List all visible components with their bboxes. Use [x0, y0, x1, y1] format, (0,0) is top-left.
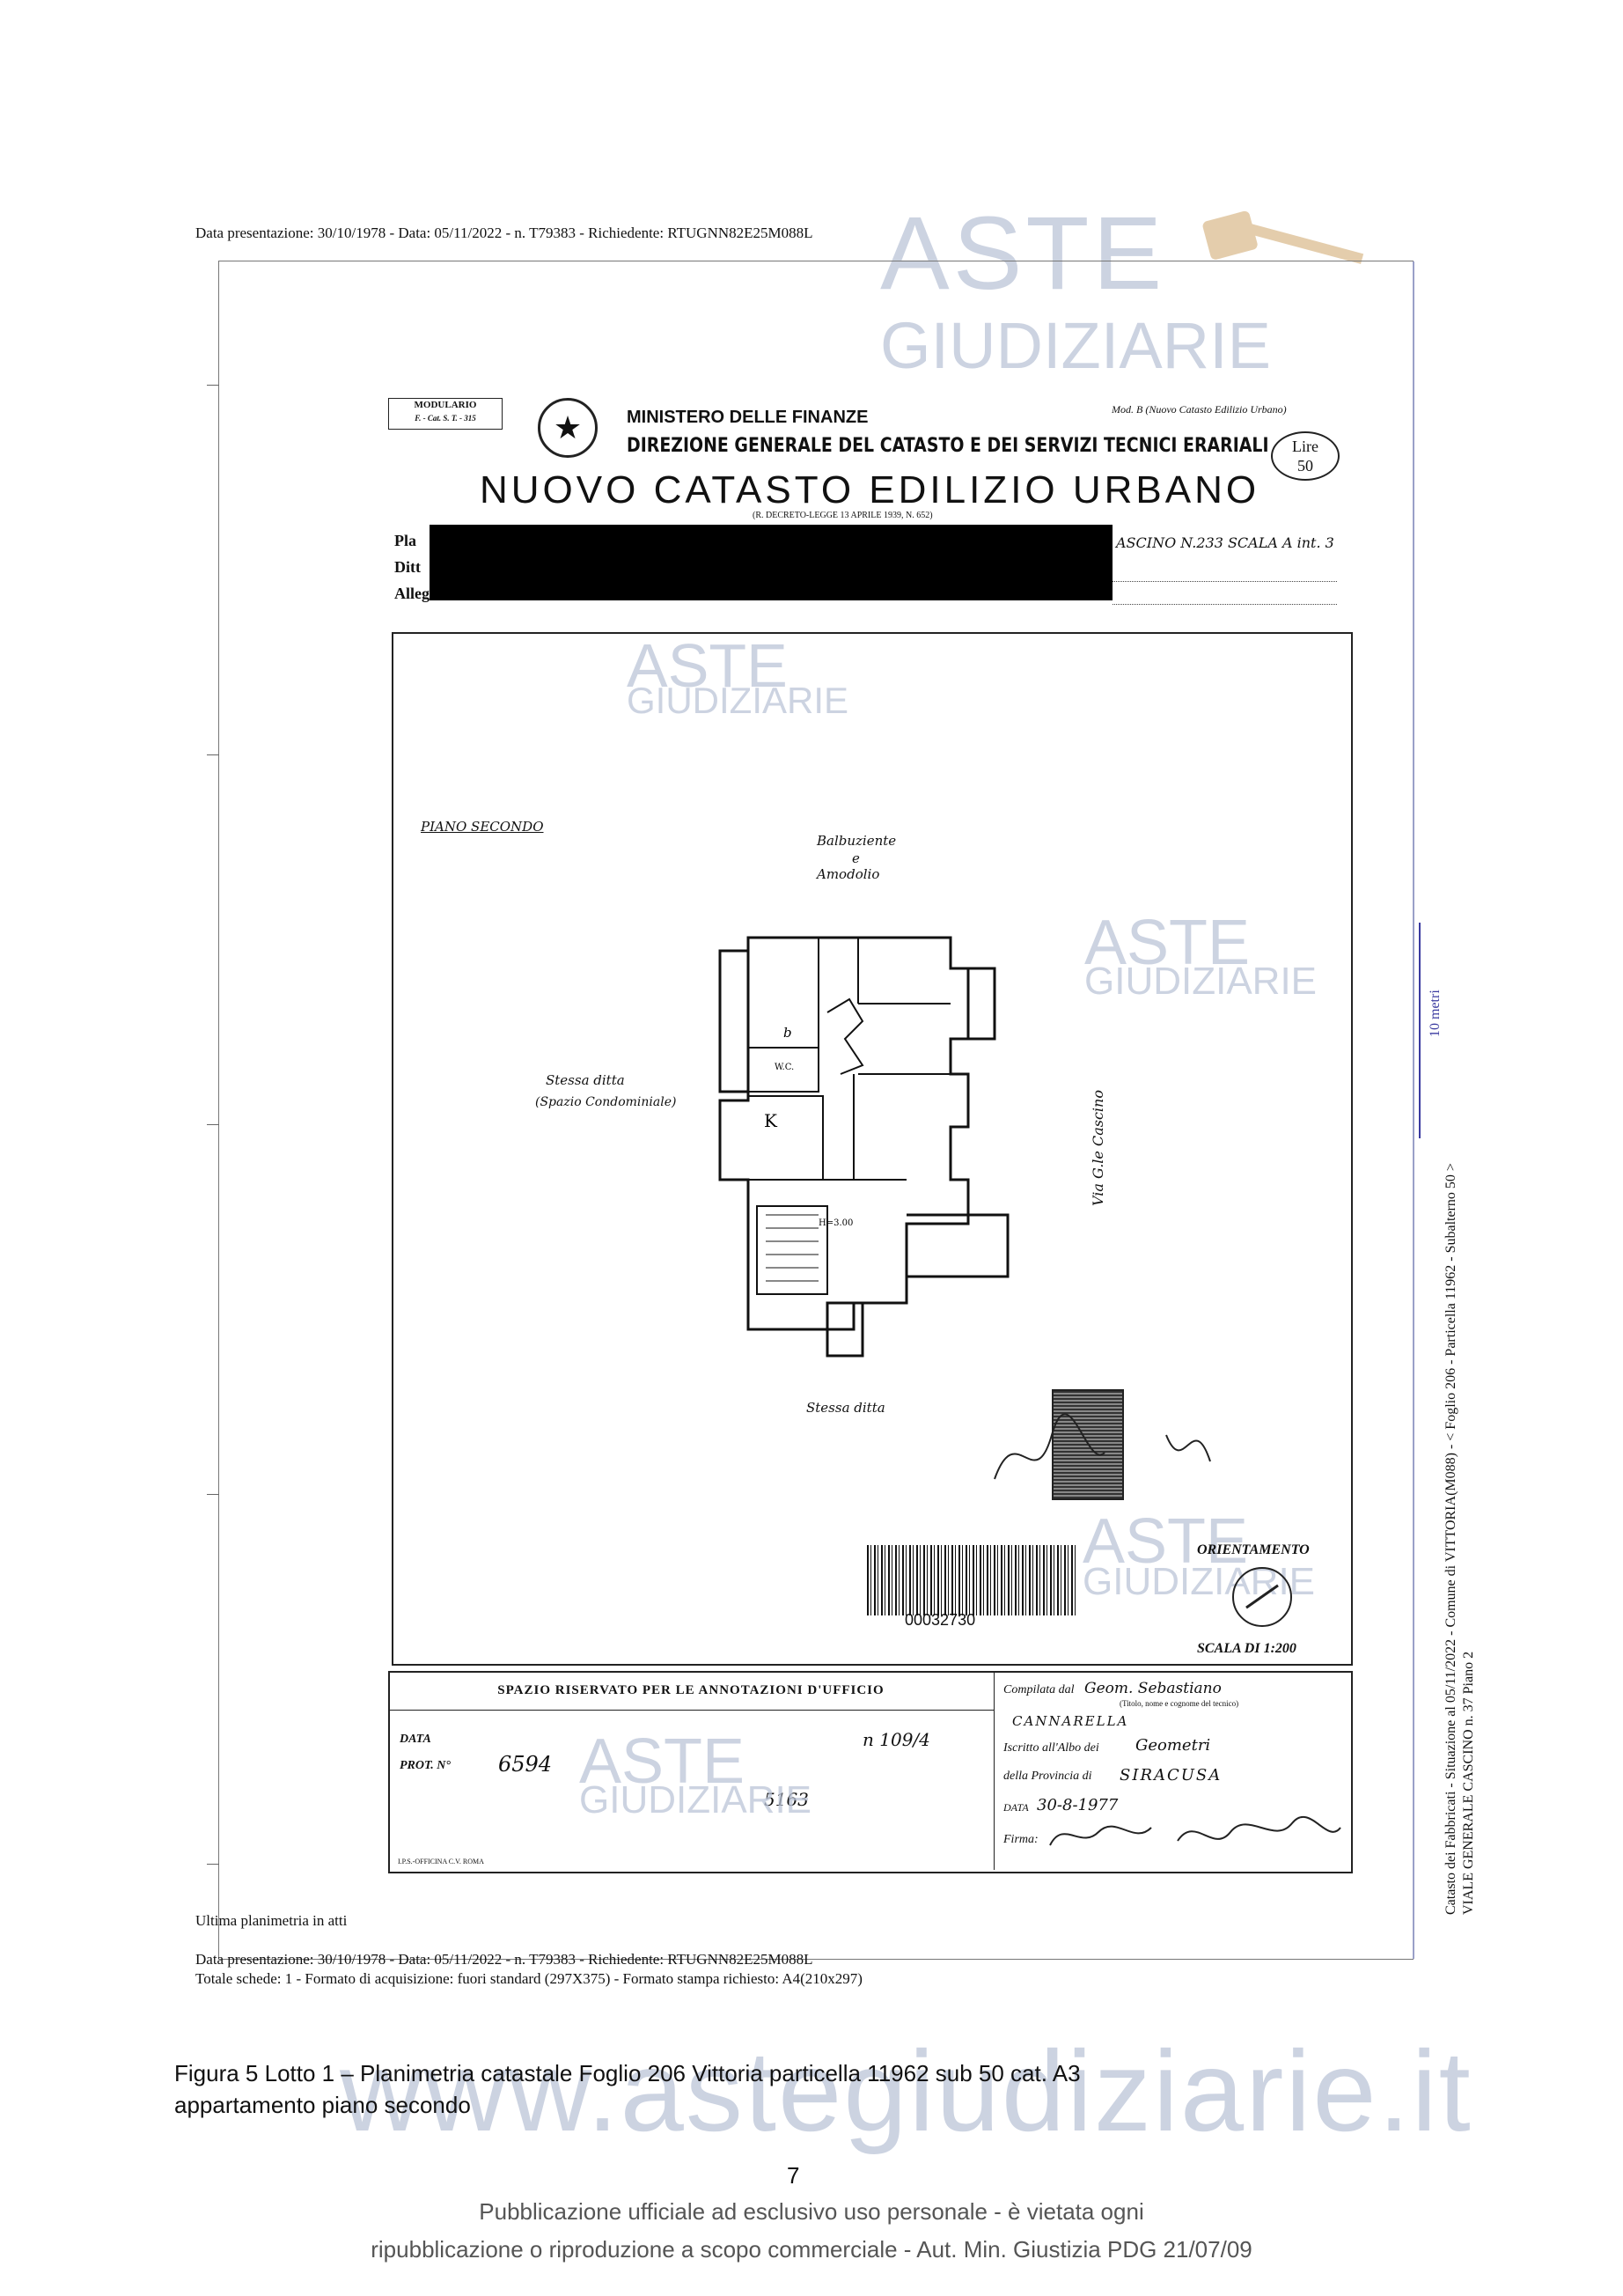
- annotation-left: [388, 1710, 995, 1870]
- annotation-num1: n 109/4: [863, 1729, 930, 1750]
- emblem-icon: ★: [538, 398, 598, 458]
- floor-plan: b W.C. K H=3.00: [718, 936, 1010, 1358]
- redaction-block: [430, 525, 1113, 600]
- iscritto-label: Iscritto all'Albo dei: [1003, 1741, 1099, 1755]
- data-label: DATA: [400, 1733, 431, 1746]
- provincia-value: SIRACUSA: [1120, 1766, 1223, 1785]
- watermark-subtitle: GIUDIZIARIE: [880, 309, 1272, 382]
- modulario-label: MODULARIO: [414, 400, 477, 410]
- firma-label: Firma:: [1003, 1833, 1039, 1846]
- direzione: DIREZIONE GENERALE DEL CATASTO E DEI SER…: [627, 435, 1269, 457]
- form-title: NUOVO CATASTO EDILIZIO URBANO: [480, 468, 1260, 511]
- barcode-number: 00032730: [905, 1611, 976, 1629]
- data2-value: 30-8-1977: [1037, 1796, 1119, 1814]
- page-number: 7: [787, 2162, 800, 2189]
- lire-label: Lire: [1292, 438, 1318, 455]
- watermark-title-4: ASTE: [1083, 1506, 1249, 1577]
- mod-b: Mod. B (Nuovo Catasto Edilizio Urbano): [1112, 403, 1287, 416]
- south-neighbor: Stessa ditta: [806, 1400, 885, 1416]
- watermark-url: www.astegiudiziarie.it: [340, 2027, 1472, 2155]
- document-frame: [207, 261, 1414, 1960]
- watermark-title: ASTE: [880, 195, 1166, 312]
- header-line: Data presentazione: 30/10/1978 - Data: 0…: [195, 224, 813, 241]
- ministero: MINISTERO DELLE FINANZE: [627, 408, 869, 427]
- street-label: Via G.le Cascino: [1090, 1090, 1106, 1206]
- lire-value: 50: [1297, 457, 1313, 475]
- modulario-code: F. - Cat. S. T. - 315: [415, 414, 476, 423]
- field-ditt: Ditt: [394, 558, 421, 576]
- field-alleg: Alleg: [394, 585, 430, 602]
- iscritto-value: Geometri: [1135, 1736, 1211, 1755]
- orientamento-label: ORIENTAMENTO: [1197, 1542, 1310, 1557]
- watermark-title-3: ASTE: [1084, 908, 1251, 978]
- west-neighbor-note: (Spazio Condominiale): [535, 1095, 677, 1109]
- plan-frame: [392, 632, 1353, 1666]
- footer-line2: Totale schede: 1 - Formato di acquisizio…: [195, 1970, 863, 1987]
- room-wc: W.C.: [775, 1063, 794, 1072]
- field-pla: Pla: [394, 532, 416, 549]
- watermark-subtitle-3: GIUDIZIARIE: [1084, 960, 1318, 1003]
- side-catasto: Catasto dei Fabbricati - Situazione al 0…: [1443, 1163, 1458, 1915]
- firma-signature: [1049, 1815, 1341, 1846]
- footer-ultima: Ultima planimetria in atti: [195, 1912, 348, 1929]
- annotation-num2: 5163: [764, 1789, 809, 1810]
- compilata-value2: CANNARELLA: [1012, 1713, 1129, 1729]
- compilata-value: Geom. Sebastiano: [1084, 1680, 1222, 1697]
- signature: [994, 1413, 1211, 1480]
- publication-line2: ripubblicazione o riproduzione a scopo c…: [371, 2236, 1252, 2263]
- scale-label: 10 metri: [1428, 990, 1443, 1037]
- lire-stamp: Lire 50: [1271, 431, 1340, 481]
- gavel-icon: [1202, 210, 1364, 264]
- north-neighbor-1: Balbuziente: [817, 833, 897, 849]
- publication-line1: Pubblicazione ufficiale ad esclusivo uso…: [479, 2198, 1144, 2225]
- barcode: [867, 1545, 1078, 1615]
- side-address: VIALE GENERALE CASCINO n. 37 Piano 2: [1461, 1651, 1476, 1915]
- decreto: (R. DECRETO-LEGGE 13 APRILE 1939, N. 652…: [753, 511, 933, 520]
- watermark-subtitle-5: GIUDIZIARIE: [579, 1778, 812, 1821]
- compilata-sub: (Titolo, nome e cognome del tecnico): [1120, 1699, 1239, 1708]
- room-b: b: [783, 1025, 792, 1041]
- caption-line1: Figura 5 Lotto 1 – Planimetria catastale…: [174, 2060, 1081, 2086]
- annotation-box: [388, 1671, 1353, 1873]
- north-neighbor-e: e: [852, 850, 860, 866]
- data2-label: DATA: [1003, 1801, 1029, 1814]
- modulario-box: MODULARIO F. - Cat. S. T. - 315: [388, 398, 503, 430]
- watermark-subtitle-2: GIUDIZIARIE: [627, 680, 849, 721]
- scale-text: SCALA DI 1:200: [1197, 1641, 1296, 1656]
- prot-value: 6594: [498, 1752, 553, 1777]
- annotation-title: SPAZIO RISERVATO PER LE ANNOTAZIONI D'UF…: [388, 1671, 995, 1711]
- north-arrow-icon: [1232, 1567, 1292, 1627]
- address-handwritten: ASCINO N.233 SCALA A int. 3: [1116, 534, 1334, 551]
- caption-line2: appartamento piano secondo: [174, 2092, 471, 2118]
- piano-label: PIANO SECONDO: [421, 819, 544, 835]
- provincia-label: della Provincia di: [1003, 1770, 1092, 1783]
- footer-line1: Data presentazione: 30/10/1978 - Data: 0…: [195, 1951, 813, 1968]
- compilata-label: Compilata dal: [1003, 1683, 1075, 1696]
- north-neighbor-2: Amodolio: [817, 866, 880, 882]
- printer-note: I.P.S.-OFFICINA C.V. ROMA: [398, 1858, 484, 1866]
- height-label: H=3.00: [819, 1218, 853, 1228]
- prot-label: PROT. N°: [400, 1759, 451, 1772]
- watermark-title-5: ASTE: [579, 1726, 745, 1797]
- west-neighbor: Stessa ditta: [546, 1072, 625, 1088]
- scale-bar: [1419, 923, 1421, 1138]
- watermark-title-2: ASTE: [627, 631, 788, 700]
- room-k: K: [764, 1110, 778, 1131]
